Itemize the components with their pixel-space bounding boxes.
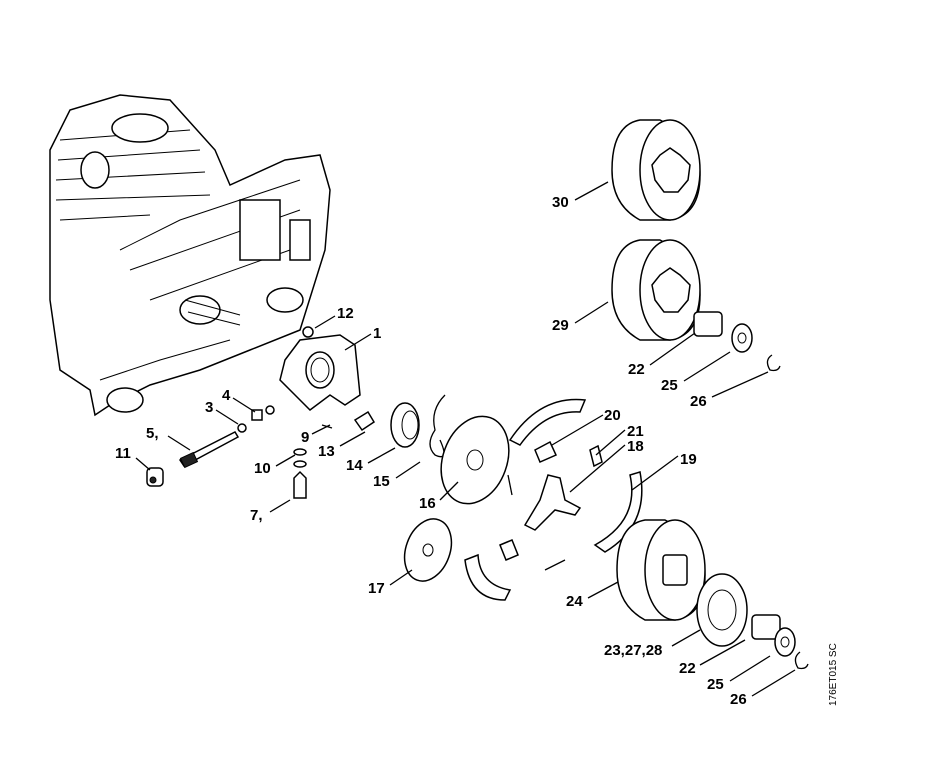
callout-15: 15 (373, 473, 390, 490)
callout-24: 24 (566, 593, 583, 610)
callout-10: 10 (254, 460, 271, 477)
callout-18: 18 (627, 438, 644, 455)
callout-11: 11 (115, 445, 131, 462)
callout-29: 29 (552, 317, 569, 334)
callout-3: 3 (205, 399, 213, 416)
callout-4: 4 (222, 387, 231, 404)
callout-7: 7, (250, 507, 263, 524)
callout-23-27-28: 23,27,28 (604, 642, 662, 659)
callout-22-bottom: 22 (679, 660, 696, 677)
engine-housing (49, 94, 331, 417)
callout-19: 19 (680, 451, 697, 468)
callout-21: 21 (627, 423, 644, 440)
clutch-parts (390, 394, 643, 601)
drawing-code: 176ET015 SC (828, 643, 839, 706)
callout-25-top: 25 (661, 377, 678, 394)
callout-22-top: 22 (628, 361, 645, 378)
callout-13: 13 (318, 443, 335, 460)
callout-9: 9 (301, 429, 309, 446)
callout-25-bottom: 25 (707, 676, 724, 693)
callout-16: 16 (419, 495, 436, 512)
callout-20: 20 (604, 407, 621, 424)
callout-26-top: 26 (690, 393, 707, 410)
sprocket-drums (611, 119, 809, 670)
callout-14: 14 (346, 457, 363, 474)
leader-lines (135, 181, 796, 697)
callout-17: 17 (368, 580, 385, 597)
callout-labels: 30 29 22 25 26 20 21 18 19 12 1 4 3 5, 9… (115, 194, 747, 708)
callout-12: 12 (337, 305, 354, 322)
callout-1: 1 (373, 325, 381, 342)
oil-pump-parts (146, 326, 376, 499)
callout-30: 30 (552, 194, 569, 211)
callout-26-bottom: 26 (730, 691, 747, 708)
callout-5: 5, (146, 425, 159, 442)
